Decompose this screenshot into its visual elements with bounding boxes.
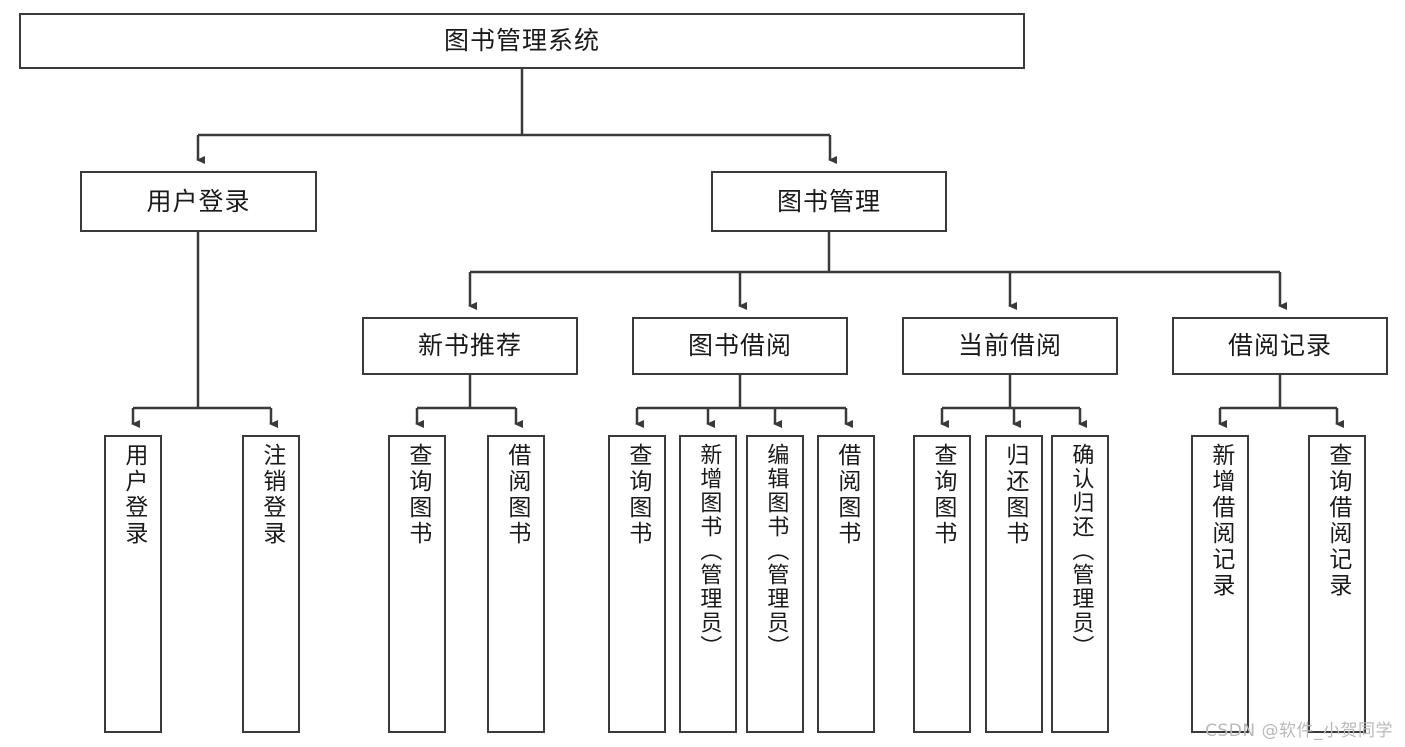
node-label: 查询图书 (624, 443, 651, 547)
node-label: 借阅图书 (503, 443, 530, 547)
node-label: 用户登录 (120, 443, 147, 547)
node-current-borrow[interactable]: 当前借阅 (902, 317, 1118, 375)
node-leaf-user-login[interactable]: 用户登录 (104, 435, 162, 733)
node-leaf-borrow-book-rec[interactable]: 借阅图书 (487, 435, 545, 733)
node-new-book-recommend[interactable]: 新书推荐 (362, 317, 578, 375)
node-leaf-query-record[interactable]: 查询借阅记录 (1308, 435, 1366, 733)
node-borrow-record[interactable]: 借阅记录 (1172, 317, 1388, 375)
watermark-text: CSDN @软件_小贺同学 (1205, 721, 1393, 741)
node-label: 编辑图书（管理员） (763, 443, 789, 659)
node-leaf-return-book[interactable]: 归还图书 (985, 435, 1043, 733)
node-label: 新增图书（管理员） (696, 443, 722, 659)
node-leaf-query-book[interactable]: 查询图书 (608, 435, 666, 733)
node-label: 借阅记录 (1227, 331, 1332, 361)
node-user-login[interactable]: 用户登录 (80, 171, 317, 232)
node-label: 图书管理 (776, 186, 881, 216)
node-label: 借阅图书 (833, 443, 860, 547)
node-leaf-confirm-return[interactable]: 确认归还（管理员） (1051, 435, 1109, 733)
node-label: 查询图书 (404, 443, 431, 547)
node-label: 注销登录 (258, 443, 285, 547)
node-leaf-add-book[interactable]: 新增图书（管理员） (679, 435, 737, 733)
node-label: 图书管理系统 (443, 26, 600, 56)
node-leaf-query-book-rec[interactable]: 查询图书 (388, 435, 446, 733)
node-label: 归还图书 (1001, 443, 1028, 547)
node-root[interactable]: 图书管理系统 (19, 13, 1025, 69)
node-book-borrow[interactable]: 图书借阅 (632, 317, 848, 375)
node-label: 图书借阅 (687, 331, 792, 361)
node-book-manage[interactable]: 图书管理 (711, 171, 947, 232)
node-leaf-borrow-book[interactable]: 借阅图书 (817, 435, 875, 733)
node-label: 当前借阅 (957, 331, 1062, 361)
node-label: 查询借阅记录 (1324, 443, 1351, 599)
node-leaf-query-book-cur[interactable]: 查询图书 (913, 435, 971, 733)
node-label: 确认归还（管理员） (1068, 443, 1094, 659)
node-label: 查询图书 (929, 443, 956, 547)
node-label: 新书推荐 (417, 331, 522, 361)
node-leaf-add-record[interactable]: 新增借阅记录 (1191, 435, 1249, 733)
node-label: 用户登录 (146, 186, 251, 216)
node-leaf-edit-book[interactable]: 编辑图书（管理员） (746, 435, 804, 733)
node-leaf-logout[interactable]: 注销登录 (242, 435, 300, 733)
node-label: 新增借阅记录 (1207, 443, 1234, 599)
